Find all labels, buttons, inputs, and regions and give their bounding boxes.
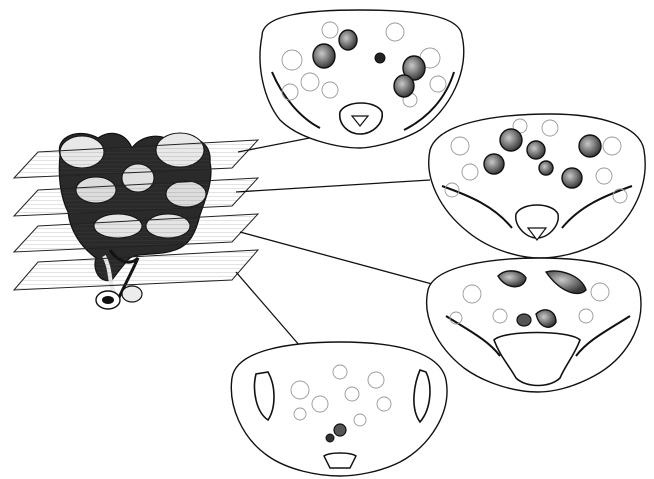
leader-line-3 (240, 232, 432, 284)
section-upper (260, 10, 464, 148)
leader-line-2 (236, 180, 430, 192)
leader-line-4 (236, 272, 300, 346)
section-lower (231, 342, 447, 476)
organ-model (14, 133, 258, 309)
section-mid-upper (429, 114, 645, 258)
section-mid-lower (427, 258, 641, 392)
leader-lines (236, 134, 432, 346)
